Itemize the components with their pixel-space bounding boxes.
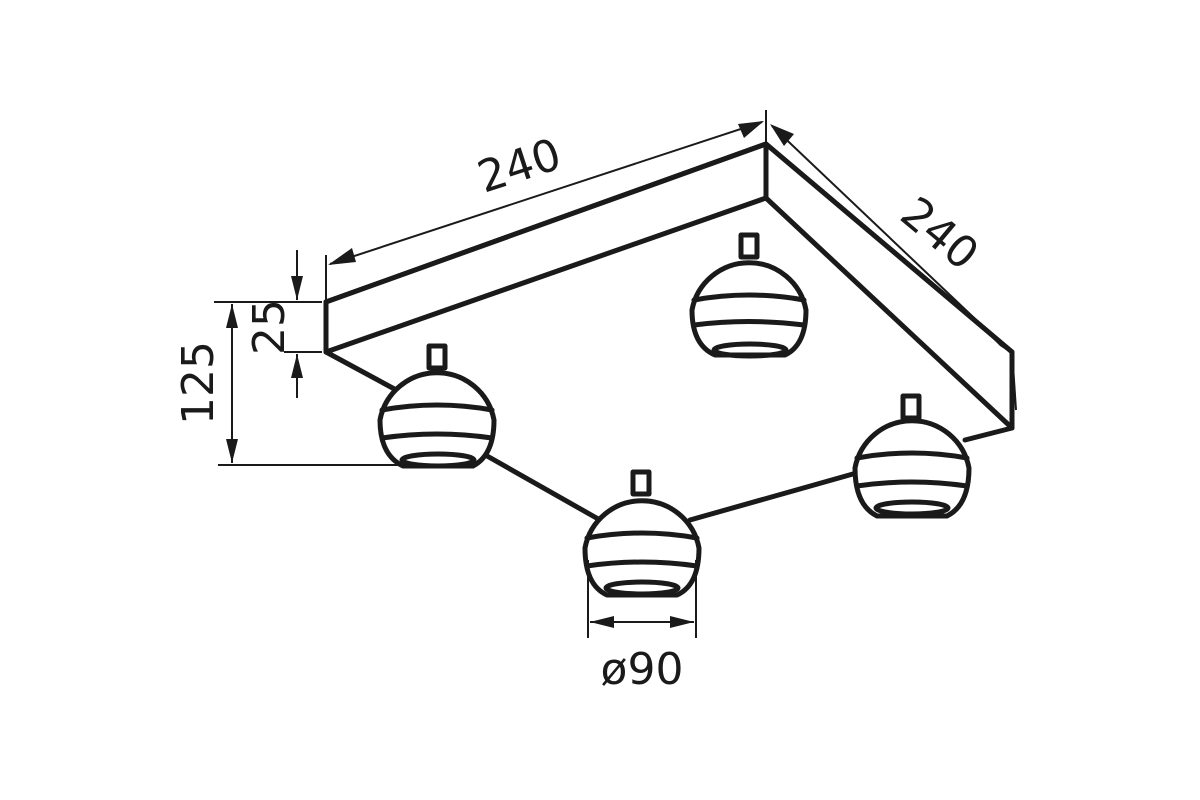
extension-line <box>1011 349 1017 411</box>
lamp-band <box>691 292 807 328</box>
lamp-band <box>584 530 700 569</box>
dimension-diameter-label: ø90 <box>601 644 684 695</box>
lamp-stem <box>630 469 652 497</box>
dimension-thickness: 25 <box>214 250 322 398</box>
base-plate-bottom-edge <box>323 349 403 395</box>
arrowhead <box>738 121 764 138</box>
spot-lamp <box>582 469 702 598</box>
lamp-lens <box>603 579 681 597</box>
spot-lamp <box>377 343 497 469</box>
dimension-line <box>771 125 1011 353</box>
arrowhead <box>670 616 694 628</box>
lamp-lens <box>711 341 789 359</box>
dimension-line <box>329 121 763 265</box>
base-plate-right-face <box>763 141 1015 431</box>
lamp-stem <box>738 232 760 260</box>
arrowhead <box>590 616 614 628</box>
dimension-thickness-label: 25 <box>244 299 295 355</box>
arrowhead <box>226 304 238 328</box>
lamp-band <box>379 402 495 441</box>
lamp-shade <box>377 370 497 469</box>
base-plate-bottom-edge-front <box>477 449 603 523</box>
spot-lamp <box>689 232 809 359</box>
spot-lamp <box>852 393 972 519</box>
arrowhead <box>770 124 794 146</box>
arrowhead <box>226 439 238 463</box>
lamp-shade <box>582 498 702 598</box>
dimension-height-label: 125 <box>173 341 224 425</box>
lamp-lens <box>873 499 951 517</box>
lamp-shade <box>852 418 972 519</box>
lamp-shade <box>689 260 809 358</box>
arrowhead <box>990 336 1012 354</box>
base-plate-bottom-edge-far <box>962 425 1015 443</box>
arrowhead <box>291 354 303 378</box>
base-plate <box>323 141 1015 523</box>
base-plate-bottom-edge-right <box>687 469 863 523</box>
dimension-length-label: 240 <box>472 129 568 203</box>
dimension-diameter: ø90 <box>587 560 697 695</box>
lamp-stem <box>426 343 448 371</box>
arrowhead <box>328 248 356 265</box>
dimension-height: 125 <box>173 304 400 466</box>
arrowhead <box>291 276 303 300</box>
lamp-band <box>854 450 970 489</box>
lamp-stem <box>900 393 922 421</box>
lamp-lens <box>399 451 477 469</box>
